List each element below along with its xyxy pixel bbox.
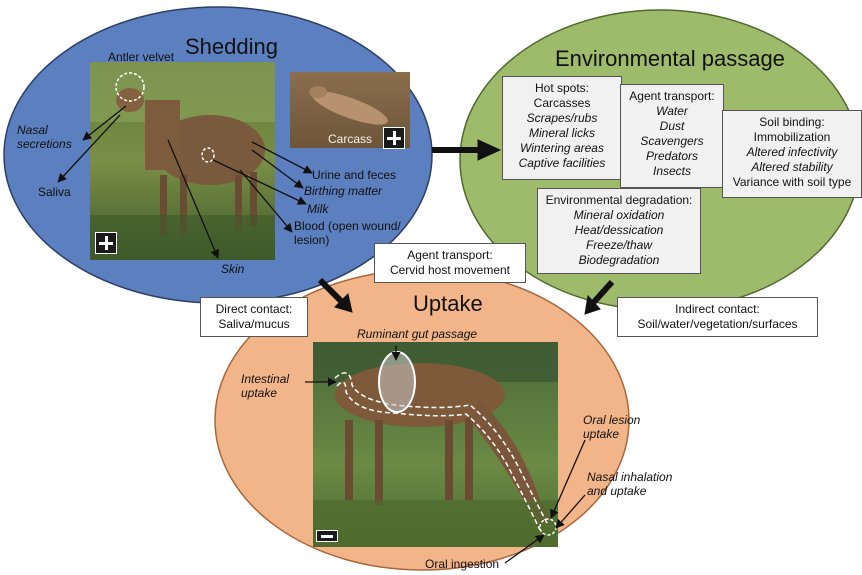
antler-velvet-label: Antler velvet [108, 50, 175, 64]
ruminant-gut-label: Ruminant gut passage [357, 327, 478, 341]
shedding-deer-photo [90, 62, 275, 260]
increase-icon [383, 127, 405, 149]
blood-label: Blood (open wound/ lesion) [294, 219, 401, 247]
carcass-label: Carcass [328, 132, 373, 146]
direct-contact-box: Direct contact: Saliva/mucus [200, 297, 308, 337]
digestive-path [334, 372, 549, 526]
uptake-title: Uptake [413, 291, 483, 316]
flow-arrows [317, 139, 615, 315]
oral-lesion-label: Oral lesion uptake [583, 413, 641, 441]
degradation-box: Environmental degradation: Mineral oxida… [537, 188, 701, 274]
intestinal-uptake-label: Intestinal uptake [241, 372, 290, 400]
agent-transport-box: Agent transport: Water Dust Scavengers P… [620, 84, 724, 188]
skin-label: Skin [221, 262, 245, 276]
antler-velvet-marker [115, 72, 145, 102]
uptake-pointers [305, 346, 586, 564]
environment-title: Environmental passage [555, 46, 785, 71]
nasal-secretions-label: Nasal secretions [17, 123, 72, 151]
birthing-matter-label: Birthing matter [304, 184, 383, 198]
indirect-contact-box: Indirect contact: Soil/water/vegetation/… [617, 297, 818, 337]
milk-label: Milk [307, 202, 329, 216]
soil-binding-box: Soil binding: Immobilization Altered inf… [722, 110, 862, 198]
increase-icon [95, 232, 117, 254]
decrease-icon [316, 530, 338, 542]
urine-feces-label: Urine and feces [312, 168, 397, 182]
body-marker [201, 147, 215, 163]
shedding-title: Shedding [185, 34, 278, 59]
uptake-deer-photo [313, 342, 558, 547]
oral-ingestion-label: Oral ingestion [425, 557, 500, 571]
hot-spots-box: Hot spots: Carcasses Scrapes/rubs Minera… [502, 76, 622, 180]
saliva-label: Saliva [38, 185, 71, 199]
shedding-pointers [57, 105, 313, 259]
nasal-inhalation-label: Nasal inhalation and uptake [587, 470, 673, 498]
cervid-transport-box: Agent transport: Cervid host movement [374, 243, 526, 283]
rumen-marker [378, 351, 416, 413]
